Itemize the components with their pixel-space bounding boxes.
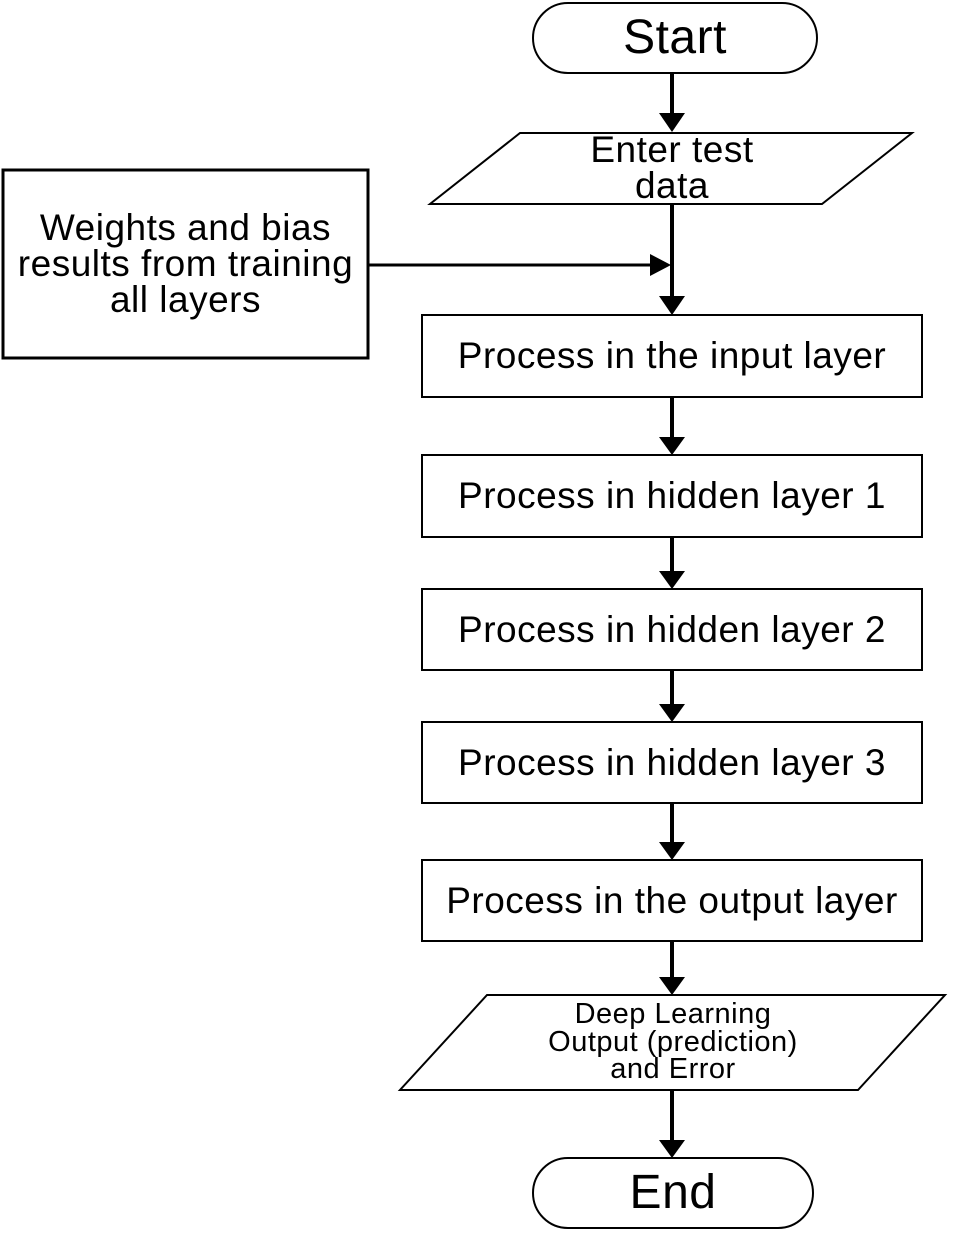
process-hidden-layer-3-label: Process in hidden layer 3 [458,741,886,783]
process-output-layer-shape [421,859,923,942]
end-label: End [629,1165,717,1219]
process-hidden-layer-3-shape [421,721,923,804]
arrow-hidden2-to-hidden3 [659,670,685,722]
process-input-layer-label: Process in the input layer [457,335,887,377]
enter-test-data-shape [427,132,915,205]
process-hidden-layer-1-label: Process in hidden layer 1 [458,475,886,517]
start-label: Start [623,10,727,64]
arrow-output-to-dloutput [659,941,685,995]
enter-test-data-label: Enter test data [590,128,754,206]
weights-bias-box-shape [1,168,370,360]
arrow-enter-to-input [659,204,685,315]
start-terminator-shape [532,2,818,74]
arrow-start-to-enter [659,73,685,132]
arrow-hidden1-to-hidden2 [659,537,685,589]
process-output-layer-label: Process in the output layer [446,879,898,921]
arrow-weights-to-flow [368,254,671,276]
arrow-dloutput-to-end [659,1090,685,1158]
dl-output-label: Deep Learning Output (prediction) and Er… [548,998,798,1086]
arrow-input-to-hidden1 [659,397,685,455]
end-terminator-shape [532,1157,814,1229]
weights-bias-label: Weights and bias results from training a… [17,207,354,320]
arrow-hidden3-to-output [659,803,685,860]
process-hidden-layer-2-label: Process in hidden layer 2 [458,608,886,650]
dl-output-shape [397,994,948,1091]
